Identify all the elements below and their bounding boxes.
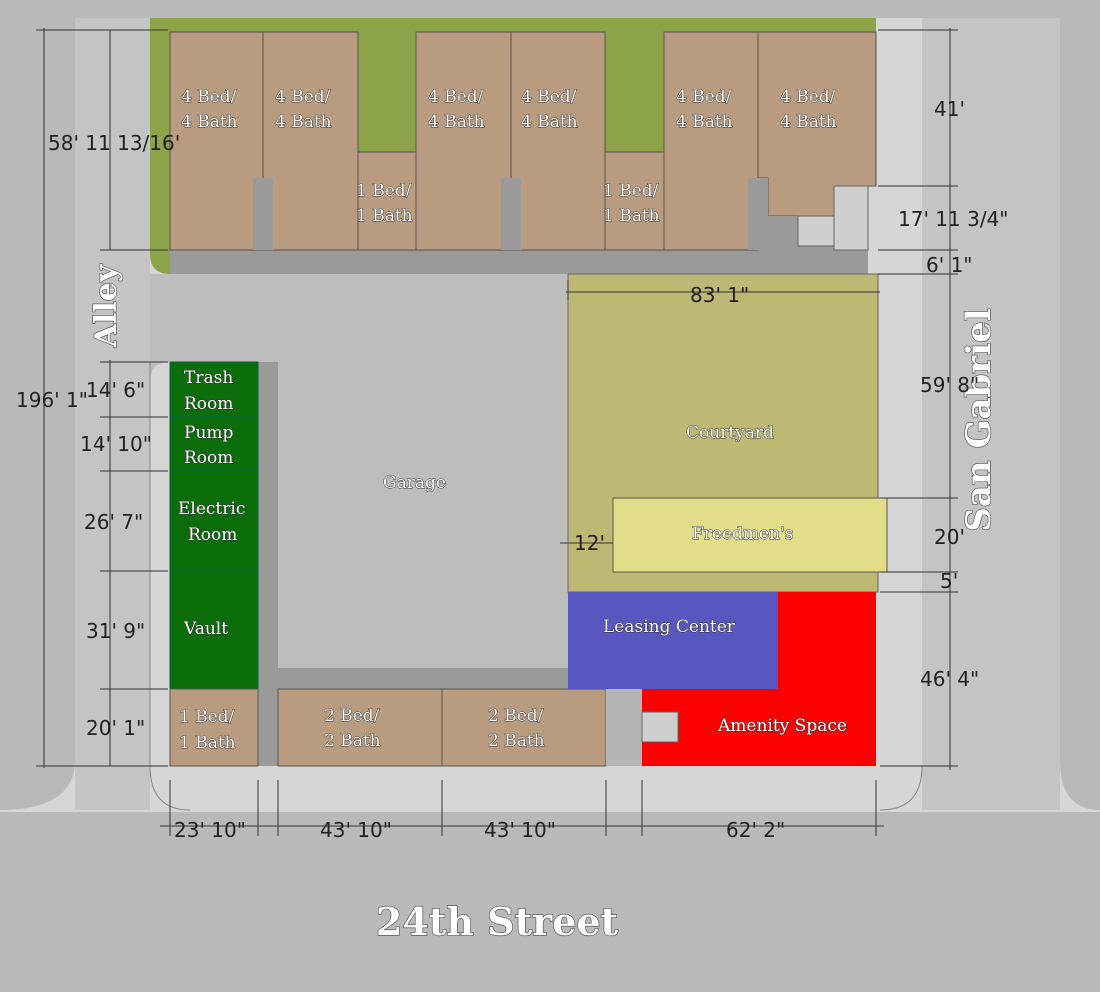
dim-amenity-depth: 46' 4" — [920, 667, 979, 691]
dim-pump: 14' 10" — [80, 432, 152, 456]
garage-area — [150, 274, 568, 668]
unit-bottom-1-label-line1: 1 Bed/ — [179, 707, 235, 727]
freedmens-label: Freedmen's — [692, 524, 793, 544]
san-gabriel-label: San Gabriel — [959, 308, 999, 531]
dim-bottom-unit: 20' 1" — [86, 716, 145, 740]
amenity-space-label: Amenity Space — [717, 716, 847, 736]
unit-top-6-label-line1: 1 Bed/ — [603, 181, 659, 201]
pump-room — [169, 416, 259, 472]
stair-box-top — [797, 215, 835, 247]
dim-total-depth: 196' 1" — [16, 388, 88, 412]
dimension-lines — [36, 28, 958, 836]
unit-top-8-label-line2: 4 Bath — [780, 112, 837, 132]
unit-top-7 — [663, 31, 759, 251]
dim-freedmens-offset: 12' — [574, 531, 605, 555]
dim-small-gap: 5' — [940, 569, 958, 593]
amenity-stair — [641, 711, 679, 743]
dim-top-right: 41' — [934, 97, 965, 121]
unit-bottom-2-label-line2: 2 Bath — [324, 731, 381, 751]
courtyard-label: Courtyard — [686, 423, 774, 443]
electric-room-label-line2: Room — [188, 525, 237, 545]
unit-bottom-2-label-line1: 2 Bed/ — [324, 706, 380, 726]
electric-room — [169, 470, 259, 572]
unit-top-8-label-line1: 4 Bed/ — [780, 87, 836, 107]
unit-top-4-label-line1: 4 Bed/ — [428, 87, 484, 107]
24th-street-label: 24th Street — [376, 899, 619, 944]
unit-bottom-1 — [169, 688, 259, 767]
unit-top-6-label-line2: 1 Bath — [603, 206, 660, 226]
dim-electric: 26' 7" — [84, 510, 143, 534]
amenity-space — [642, 592, 876, 766]
trash-room — [169, 361, 259, 418]
top-units — [169, 31, 877, 251]
san-gabriel-strip — [922, 18, 1060, 810]
unit-top-1-label-line2: 4 Bath — [181, 112, 238, 132]
trash-room-label-line1: Trash — [184, 368, 233, 388]
curb-line-right — [879, 765, 923, 811]
garage-ramp-left — [258, 362, 278, 766]
dim-right-setback: 17' 11 3/4" — [898, 207, 1009, 231]
pump-room-label-line2: Room — [184, 448, 233, 468]
unit-top-1-label-line1: 4 Bed/ — [181, 87, 237, 107]
unit-top-5-label-line1: 4 Bed/ — [521, 87, 577, 107]
unit-top-2-label-line2: 4 Bath — [275, 112, 332, 132]
dim-courtyard-depth: 59' 8" — [920, 373, 979, 397]
unit-top-3-label-line1: 1 Bed/ — [356, 181, 412, 201]
garage-label: Garage — [383, 473, 446, 493]
unit-top-6 — [604, 151, 665, 251]
unit-top-5 — [510, 31, 606, 251]
vault-label: Vault — [183, 619, 228, 639]
corridor-stub-3 — [748, 178, 768, 250]
trash-room-label-line2: Room — [184, 394, 233, 414]
dim-bottom-3: 43' 10" — [484, 818, 556, 842]
unit-top-7-label-line2: 4 Bath — [676, 112, 733, 132]
unit-top-4-label-line2: 4 Bath — [428, 112, 485, 132]
dim-bottom-1: 23' 10" — [174, 818, 246, 842]
alley-label: Alley — [89, 263, 124, 348]
unit-top-5-label-line2: 4 Bath — [521, 112, 578, 132]
dim-courtyard-width: 83' 1" — [690, 283, 749, 307]
unit-bottom-3-label-line2: 2 Bath — [488, 731, 545, 751]
unit-top-2-label-line1: 4 Bed/ — [275, 87, 331, 107]
dim-right-small: 6' 1" — [926, 253, 973, 277]
unit-bottom-2 — [277, 688, 443, 767]
unit-bottom-3 — [441, 688, 607, 767]
corridor-stub-1 — [253, 178, 273, 250]
dim-trash: 14' 6" — [86, 378, 145, 402]
dim-top-left: 58' 11 13/16' — [48, 131, 180, 155]
unit-top-7-label-line1: 4 Bed/ — [676, 87, 732, 107]
pump-room-label-line1: Pump — [184, 423, 234, 443]
dim-freedmens-depth: 20' — [934, 525, 965, 549]
corridor-stub-2 — [501, 178, 521, 250]
stair-core-top — [833, 185, 869, 251]
unit-top-4 — [415, 31, 512, 251]
unit-bottom-3-label-line1: 2 Bed/ — [488, 706, 544, 726]
top-corridor — [170, 250, 868, 274]
unit-bottom-1-label-line2: 1 Bath — [179, 733, 236, 753]
electric-room-label-line1: Electric — [178, 499, 245, 519]
unit-top-2 — [262, 31, 359, 251]
leasing-center-label: Leasing Center — [603, 617, 736, 637]
freedmens — [612, 497, 888, 573]
unit-top-3 — [357, 151, 417, 251]
dim-vault: 31' 9" — [86, 619, 145, 643]
leasing-center — [568, 592, 778, 689]
dim-bottom-2: 43' 10" — [320, 818, 392, 842]
bottom-stair — [606, 689, 642, 766]
unit-top-1 — [169, 31, 264, 251]
unit-top-3-label-line2: 1 Bath — [356, 206, 413, 226]
dim-bottom-4: 62' 2" — [726, 818, 785, 842]
alley-strip — [75, 18, 150, 810]
